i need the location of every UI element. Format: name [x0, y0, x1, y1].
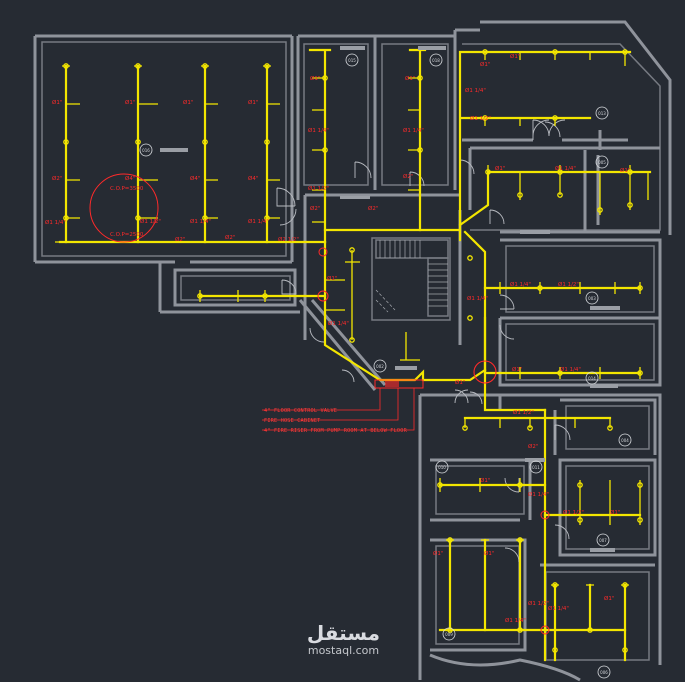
- room-tag: 007: [599, 538, 607, 543]
- pipe-label: Ø1": [327, 275, 337, 282]
- pipe-label: Ø1 1/4": [505, 617, 526, 624]
- pipe-label: Ø1": [604, 595, 614, 602]
- room-tag: 002: [376, 364, 384, 369]
- pipe-label: Ø1 1/2": [558, 281, 579, 288]
- pipe-label: Ø1 1/2": [140, 218, 161, 225]
- pipe-label: Ø1 1/4": [308, 127, 329, 134]
- room-tags: 016 015 018 013 003 014 005 010 011 004 …: [139, 53, 632, 679]
- watermark-logo: مستقل mostaql.com: [296, 622, 391, 657]
- pipe-label: Ø2": [403, 173, 413, 180]
- pipe-label: Ø1 1/2": [513, 409, 534, 416]
- calc-text: C.O.P=3500: [110, 186, 144, 192]
- room-tag: 011: [532, 465, 540, 470]
- pipe-label: Ø1 1/4": [248, 218, 269, 225]
- pipe-label: Ø2 1/2": [278, 236, 299, 243]
- pipe-label: Ø1": [484, 550, 494, 557]
- room-tag: 003: [588, 296, 596, 301]
- pipe-label: Ø4": [125, 175, 135, 182]
- pipe-label: Ø1": [183, 99, 193, 106]
- pipe-label: Ø1": [455, 379, 465, 386]
- watermark-arabic: مستقل: [306, 621, 381, 645]
- pipe-label: Ø1 1/4": [403, 127, 424, 134]
- pipe-label: Ø1 1/4": [560, 366, 581, 373]
- pipe-label: Ø1 1/4": [45, 219, 66, 226]
- pipe-label: Ø1": [510, 53, 520, 60]
- pipe-label: Ø1 1/4": [528, 491, 549, 498]
- pipe-label: Ø1": [433, 550, 443, 557]
- pipe-label: Ø4": [190, 175, 200, 182]
- pipe-label: Ø2": [175, 236, 185, 243]
- pipe-label: Ø2": [225, 234, 235, 241]
- pipe-label: Ø4": [248, 175, 258, 182]
- legend-item: 4" FIRE RISER FROM PUMP ROOM AT BELOW FL…: [264, 428, 408, 434]
- room-tag: 010: [438, 465, 446, 470]
- room-tag: 004: [621, 438, 629, 443]
- pipe-label: Ø2": [310, 205, 320, 212]
- pipe-label: Ø1 1/2": [528, 600, 549, 607]
- staircase: [375, 239, 449, 317]
- pipe-label: Ø1": [620, 167, 630, 174]
- pipe-label: Ø2": [52, 175, 62, 182]
- pipe-label: Ø1": [310, 75, 320, 82]
- pipe-label: Ø1 1/2": [308, 185, 329, 192]
- pipe-label: Ø1 1/4": [190, 218, 211, 225]
- room-tag: 016: [142, 148, 150, 153]
- pipe-label: Ø1 1/4": [328, 320, 349, 327]
- pipe-label: Ø1": [495, 165, 505, 172]
- walls: [33, 20, 672, 682]
- legend: 4" FLOOR CONTROL VALVE FIRE HOSE CABINET…: [264, 408, 408, 434]
- watermark-latin: mostaql.com: [307, 644, 380, 657]
- calc-text: C.O.P=2500: [110, 232, 144, 238]
- pipe-size-labels: Ø1" Ø1" Ø1" Ø1" Ø1 1/4" Ø1 1/4" Ø1 1/4" …: [45, 53, 630, 624]
- pipe-label: Ø1 1/4": [548, 605, 569, 612]
- riser-markers: [89, 173, 550, 635]
- fixtures: [160, 46, 620, 552]
- room-tag: 015: [348, 58, 356, 63]
- room-tag: 018: [432, 58, 440, 63]
- pipe-label: Ø1": [480, 477, 490, 484]
- legend-item: FIRE HOSE CABINET: [264, 418, 321, 424]
- pipe-label: Ø1": [480, 61, 490, 68]
- pipe-label: Ø2": [528, 443, 538, 450]
- pipe-label: Ø1": [405, 75, 415, 82]
- pipe-label: Ø1 1/4": [467, 295, 488, 302]
- room-tag: 014: [588, 376, 596, 381]
- legend-item: 4" FLOOR CONTROL VALVE: [264, 408, 337, 414]
- pipe-label: Ø1 1/2": [470, 115, 491, 122]
- pipe-label: Ø1": [512, 366, 522, 373]
- pipe-label: Ø1 1/4": [465, 87, 486, 94]
- room-tag: 009: [445, 632, 453, 637]
- room-tag: 013: [598, 111, 606, 116]
- room-tag: 006: [600, 670, 608, 675]
- pipe-label: Ø1 1/2": [563, 509, 584, 516]
- pipe-label: Ø1": [52, 99, 62, 106]
- sprinkler-heads: [63, 49, 643, 653]
- pipe-label: Ø1 1/4": [555, 165, 576, 172]
- sprinkler-piping: [55, 48, 652, 662]
- doors: [276, 119, 571, 563]
- pipe-label: Ø1 1/4": [510, 281, 531, 288]
- legend-leaders: [262, 388, 415, 431]
- pipe-label: Ø1": [125, 99, 135, 106]
- pipe-label: Ø2": [368, 205, 378, 212]
- room-tag: 005: [598, 160, 606, 165]
- pipe-label: Ø1": [610, 509, 620, 516]
- pipe-label: Ø1": [248, 99, 258, 106]
